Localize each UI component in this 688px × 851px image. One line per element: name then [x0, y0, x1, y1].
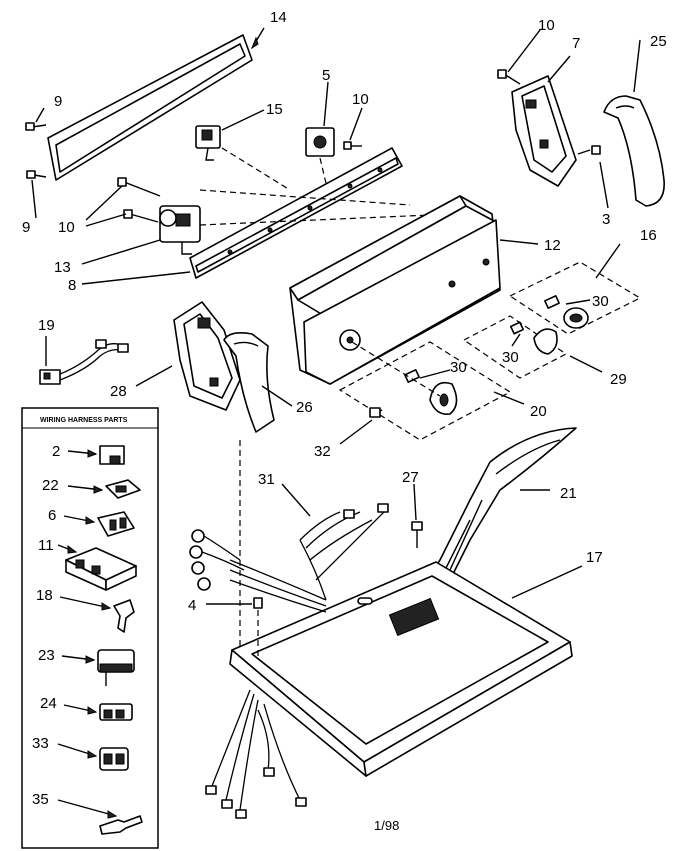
callout-31: 31	[258, 471, 275, 488]
legend-title: WIRING HARNESS PARTS	[40, 417, 128, 424]
screw-10-left-a	[117, 177, 161, 197]
callout-9-bottom: 9	[22, 219, 30, 236]
callout-14: 14	[270, 9, 287, 26]
part-31-wire-bundle	[189, 503, 389, 613]
legend-item-2: 2	[52, 443, 60, 460]
callout-29: 29	[610, 371, 627, 388]
part-8-console-bracket	[189, 147, 403, 279]
knob-group-16	[508, 261, 642, 335]
screw-27	[411, 521, 423, 548]
part-12-console-housing	[289, 195, 501, 385]
alignment-line	[199, 189, 411, 206]
callout-5: 5	[322, 67, 330, 84]
lower-wire-harness	[205, 689, 307, 819]
callout-10-left: 10	[58, 219, 75, 236]
callout-30-right: 30	[592, 293, 609, 310]
part-21-duct	[419, 427, 577, 601]
callout-7: 7	[572, 35, 580, 52]
part-14-rear-panel	[47, 34, 253, 181]
callout-12: 12	[544, 237, 561, 254]
callout-25: 25	[650, 33, 667, 50]
part-15-switch	[195, 125, 291, 191]
screw-10-left-b	[123, 209, 159, 223]
callout-9-top: 9	[54, 93, 62, 110]
callout-32: 32	[314, 443, 331, 460]
callouts: 14 9 9 15 5 10 10 7 25 10 13 8 12 3 16 3…	[22, 9, 667, 614]
callout-28: 28	[110, 383, 127, 400]
legend-item-22: 22	[42, 477, 59, 494]
callout-26: 26	[296, 399, 313, 416]
callout-3: 3	[602, 211, 610, 228]
callout-10-mid: 10	[352, 91, 369, 108]
callout-30-mid: 30	[502, 349, 519, 366]
callout-19: 19	[38, 317, 55, 334]
legend-item-11: 11	[38, 537, 54, 554]
part-19-wire-harness	[39, 339, 129, 385]
callout-15: 15	[266, 101, 283, 118]
callout-8: 8	[68, 277, 76, 294]
alignment-line	[199, 214, 431, 226]
callout-20: 20	[530, 403, 547, 420]
legend-item-35: 35	[32, 791, 49, 808]
legend-item-33: 33	[32, 735, 49, 752]
screw-10-top-right	[497, 69, 521, 85]
drawing-date: 1/98	[374, 818, 399, 833]
callout-21: 21	[560, 485, 577, 502]
callout-27: 27	[402, 469, 419, 486]
screw-9-top	[25, 122, 47, 131]
legend-item-6: 6	[48, 507, 56, 524]
legend-item-24: 24	[40, 695, 57, 712]
part-7-end-bracket	[511, 75, 577, 187]
callout-30-left: 30	[450, 359, 467, 376]
callout-10-topright: 10	[538, 17, 555, 34]
part-28-end-bracket	[173, 301, 241, 411]
screw-10-right	[343, 141, 362, 150]
screw-3	[577, 145, 601, 155]
part-18-clip	[113, 599, 135, 633]
part-25-end-cap	[603, 95, 665, 207]
legend-item-18: 18	[36, 587, 53, 604]
callout-16: 16	[640, 227, 657, 244]
legend-item-23: 23	[38, 647, 55, 664]
screw-9-bottom	[26, 170, 47, 179]
knob-group-20	[338, 341, 512, 441]
callout-17: 17	[586, 549, 603, 566]
part-13-timer	[159, 205, 201, 255]
leader-lines	[31, 27, 641, 605]
part-35-terminal	[99, 815, 143, 835]
callout-13: 13	[54, 259, 71, 276]
part-17-top-panel	[229, 561, 573, 777]
screw-32	[369, 407, 383, 418]
knob-group-29	[462, 315, 568, 379]
callout-4: 4	[188, 597, 196, 614]
part-4-clip	[253, 597, 263, 609]
wiring-harness-legend: WIRING HARNESS PARTS 2 22 6 11 18 23	[21, 407, 159, 849]
